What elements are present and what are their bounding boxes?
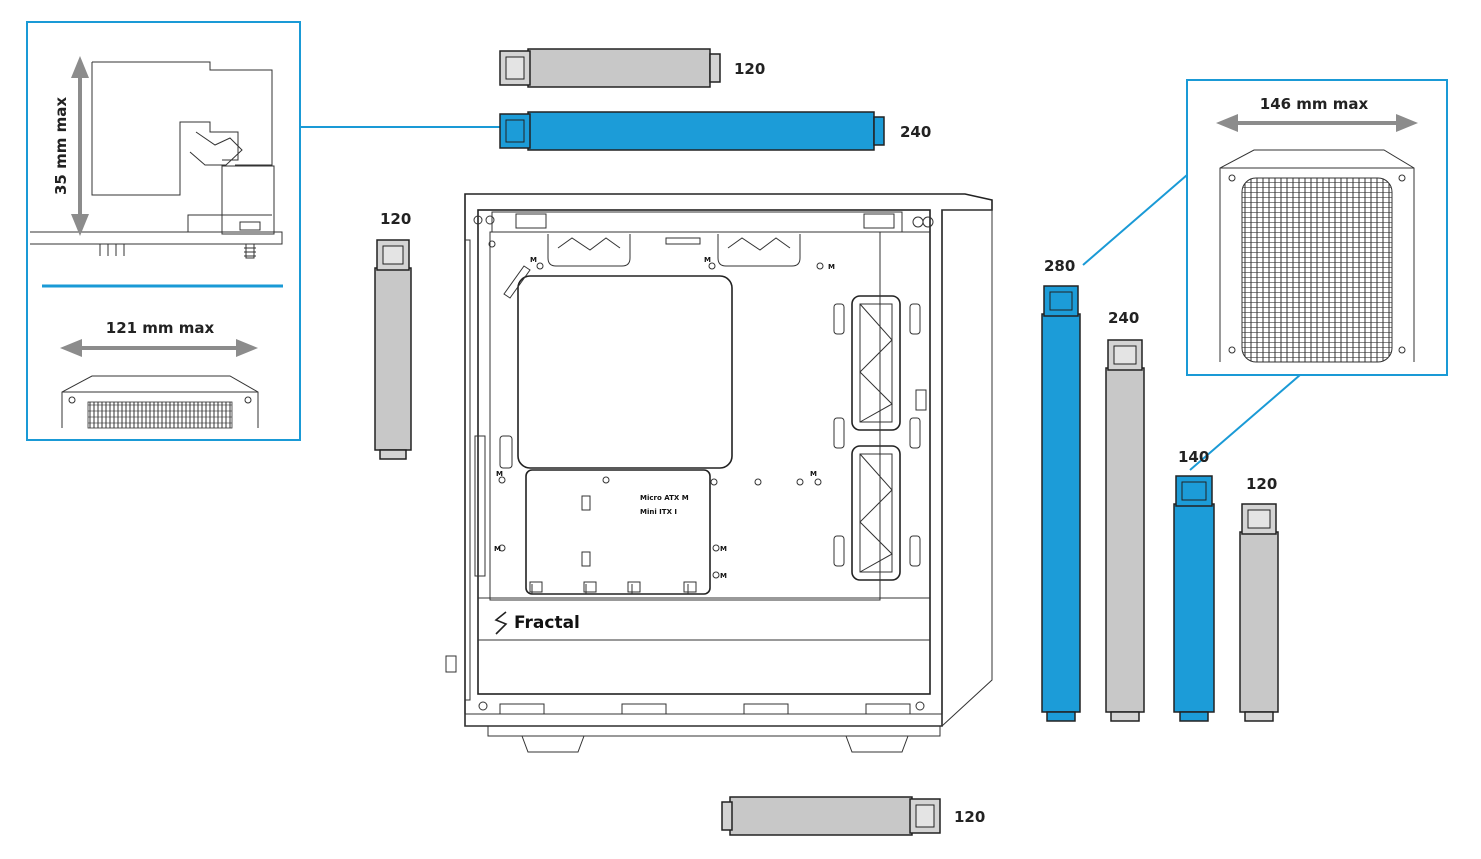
standoff-mark: M: [828, 263, 835, 271]
height-clearance-label: 35 mm max: [52, 97, 70, 195]
front-width-label: 146 mm max: [1260, 95, 1369, 113]
pc-case: Fractal Micro ATX M Mini ITX I M M M M M…: [445, 193, 993, 753]
standoff-mark: M: [494, 545, 501, 553]
height-dimension-arrow: [71, 56, 89, 236]
radiator-front-280: [1041, 285, 1081, 722]
radiator-left-120-label: 120: [380, 210, 411, 228]
radiator-top-240: [499, 111, 885, 151]
radiator-top-120-label: 120: [734, 60, 765, 78]
radiator-front-240-label: 240: [1108, 309, 1139, 327]
top-clearance-callout: 35 mm max 121 mm max: [26, 21, 301, 441]
radiator-top-120: [499, 48, 721, 88]
fractal-logo-icon: [494, 611, 508, 635]
radiator-front-120: [1239, 503, 1279, 722]
top-fan-profile: [61, 375, 259, 429]
standoff-mark: M: [720, 572, 727, 580]
top-width-arrow: [60, 339, 258, 357]
front-fan-grille: [1219, 149, 1415, 363]
case-brand-text: Fractal: [514, 613, 580, 633]
standoff-mark: M: [810, 470, 817, 478]
radiator-front-240: [1105, 339, 1145, 722]
radiator-front-120-label: 120: [1246, 475, 1277, 493]
standoff-mark: M: [496, 470, 503, 478]
front-width-callout: 146 mm max: [1186, 79, 1448, 376]
radiator-front-280-label: 280: [1044, 257, 1075, 275]
top-bracket-detail: [30, 61, 283, 259]
radiator-bottom-120: [721, 796, 941, 836]
standoff-mark: M: [530, 256, 537, 264]
radiator-front-140-label: 140: [1178, 448, 1209, 466]
radiator-front-140: [1173, 475, 1215, 722]
top-width-label: 121 mm max: [106, 319, 215, 337]
standoff-mark: M: [704, 256, 711, 264]
front-leader-line-upper: [1082, 174, 1188, 266]
radiator-bottom-120-label: 120: [954, 808, 985, 826]
board-label-mini-itx: Mini ITX I: [640, 508, 677, 516]
radiator-left-120: [374, 239, 412, 460]
standoff-mark: M: [720, 545, 727, 553]
front-leader-line-lower: [1189, 374, 1301, 471]
board-label-micro-atx: Micro ATX M: [640, 494, 689, 502]
front-width-arrow: [1216, 114, 1418, 132]
radiator-top-240-label: 240: [900, 123, 931, 141]
